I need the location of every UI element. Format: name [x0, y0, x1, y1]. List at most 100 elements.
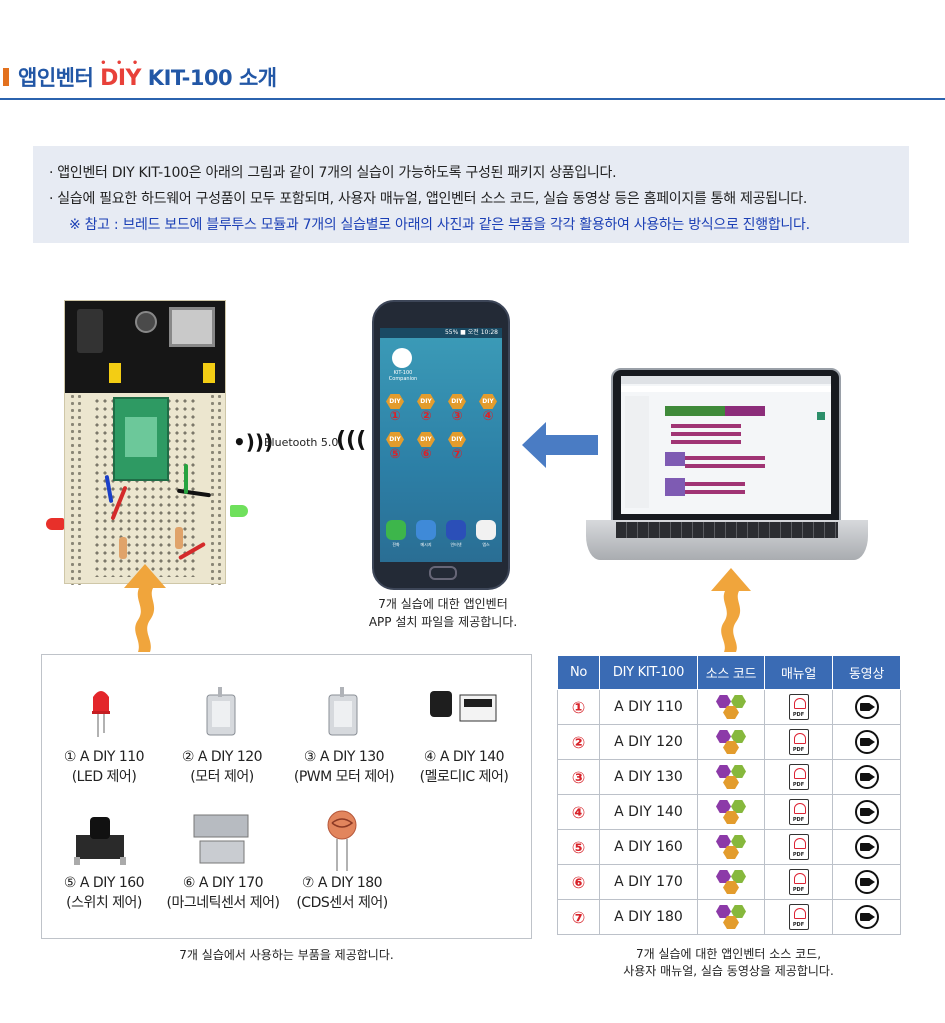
message-icon[interactable]: [416, 520, 436, 540]
tact-switch-icon: [74, 817, 126, 865]
laptop-keyboard: [616, 522, 838, 538]
source-code-cell[interactable]: [697, 724, 765, 760]
breadboard-image: [64, 300, 226, 585]
part-led: ① A DIY 110 (LED 제어): [63, 749, 145, 785]
manual-cell[interactable]: PDF: [764, 794, 833, 830]
arrow-up-squiggle-icon: [711, 568, 751, 652]
source-code-cell[interactable]: [697, 829, 765, 865]
app-inventor-source-icon[interactable]: [716, 730, 746, 754]
video-cell[interactable]: [832, 829, 901, 865]
row-number: ②: [557, 724, 600, 760]
bluetooth-label: Bluetooth 5.0: [264, 436, 339, 449]
app-inventor-source-icon[interactable]: [716, 695, 746, 719]
parts-caption: 7개 실습에서 사용하는 부품을 제공합니다.: [179, 948, 394, 962]
intro-box: · 앱인벤터 DIY KIT-100은 아래의 그림과 같이 7개의 실습이 가…: [33, 146, 909, 243]
melody-ic-icon: [430, 691, 497, 722]
source-code-cell[interactable]: [697, 864, 765, 900]
row-kit-name: A DIY 120: [599, 724, 698, 760]
video-camera-icon[interactable]: [854, 765, 879, 789]
video-camera-icon[interactable]: [854, 835, 879, 859]
source-code-cell[interactable]: [697, 759, 765, 795]
phone-status-bar: 55% ■ 오전 10:28: [380, 328, 502, 338]
video-cell[interactable]: [832, 864, 901, 900]
video-cell[interactable]: [832, 899, 901, 935]
arrow-left-icon: [522, 422, 598, 468]
row-number: ⑦: [557, 899, 600, 935]
pdf-icon[interactable]: PDF: [788, 764, 809, 790]
row-number: ⑥: [557, 864, 600, 900]
col-video: 동영상: [832, 655, 901, 690]
bluetooth-module: [113, 397, 169, 481]
pdf-icon[interactable]: PDF: [788, 799, 809, 825]
source-code-cell[interactable]: [697, 899, 765, 935]
manual-cell[interactable]: PDF: [764, 829, 833, 865]
internet-icon[interactable]: [446, 520, 466, 540]
phone-caption: 7개 실습에 대한 앱인벤터 APP 설치 파일을 제공합니다.: [368, 597, 518, 629]
col-no: No: [557, 655, 600, 690]
green-led-icon: [230, 505, 248, 517]
app-name: KIT-100 Companion: [388, 370, 418, 382]
app-inventor-source-icon[interactable]: [716, 870, 746, 894]
header-accent-bar: [3, 68, 9, 86]
manual-cell[interactable]: PDF: [764, 759, 833, 795]
video-camera-icon[interactable]: [854, 870, 879, 894]
video-camera-icon[interactable]: [854, 905, 879, 929]
video-cell[interactable]: [832, 794, 901, 830]
phone-call-icon[interactable]: [386, 520, 406, 540]
row-kit-name: A DIY 110: [599, 689, 698, 725]
pdf-icon[interactable]: PDF: [788, 834, 809, 860]
pdf-icon[interactable]: PDF: [788, 869, 809, 895]
components-panel: ① A DIY 110 (LED 제어) ② A DIY 120 (모터 제어)…: [41, 654, 532, 939]
title-kit: KIT-100 소개: [147, 66, 277, 90]
video-cell[interactable]: [832, 689, 901, 725]
part-melody-ic: ④ A DIY 140 (멜로디IC 제어): [419, 749, 509, 785]
source-code-cell[interactable]: [697, 794, 765, 830]
video-camera-icon[interactable]: [854, 800, 879, 824]
video-camera-icon[interactable]: [854, 695, 879, 719]
video-cell[interactable]: [832, 724, 901, 760]
video-camera-icon[interactable]: [854, 730, 879, 754]
manual-cell[interactable]: PDF: [764, 724, 833, 760]
app-inventor-source-icon[interactable]: [716, 835, 746, 859]
part-cds-sensor: ⑦ A DIY 180 (CDS센서 제어): [296, 875, 388, 911]
app-inventor-source-icon[interactable]: [716, 905, 746, 929]
row-number: ④: [557, 794, 600, 830]
intro-line-1: · 앱인벤터 DIY KIT-100은 아래의 그림과 같이 7개의 실습이 가…: [49, 165, 617, 181]
brand-dots-icon: • • •: [100, 58, 142, 69]
app-inventor-source-icon[interactable]: [716, 765, 746, 789]
apps-grid-icon[interactable]: [476, 520, 496, 540]
section-header: 앱인벤터 • • •DIY KIT-100 소개: [0, 56, 945, 100]
pdf-icon[interactable]: PDF: [788, 694, 809, 720]
intro-line-2: · 실습에 필요한 하드웨어 구성품이 모두 포함되며, 사용자 매뉴얼, 앱인…: [49, 191, 808, 207]
manual-cell[interactable]: PDF: [764, 864, 833, 900]
app-inventor-source-icon[interactable]: [716, 800, 746, 824]
usb-port-icon: [169, 307, 215, 347]
signal-wave-left-icon: •))): [233, 430, 274, 454]
title-app-inventor: 앱인벤터: [18, 66, 94, 90]
source-code-cell[interactable]: [697, 689, 765, 725]
home-button-icon: [429, 566, 457, 580]
manual-cell[interactable]: PDF: [764, 899, 833, 935]
manual-cell[interactable]: PDF: [764, 689, 833, 725]
row-kit-name: A DIY 170: [599, 864, 698, 900]
page-title: 앱인벤터 • • •DIY KIT-100 소개: [18, 58, 277, 92]
dc-motor-icon: [328, 687, 358, 736]
pdf-icon[interactable]: PDF: [788, 904, 809, 930]
table-caption: 7개 실습에 대한 앱인벤터 소스 코드, 사용자 매뉴얼, 실습 동영상을 제…: [623, 947, 834, 978]
part-pwm-motor: ③ A DIY 130 (PWM 모터 제어): [293, 749, 395, 785]
video-cell[interactable]: [832, 759, 901, 795]
cds-sensor-icon: [327, 810, 357, 871]
row-kit-name: A DIY 140: [599, 794, 698, 830]
pdf-icon[interactable]: PDF: [788, 729, 809, 755]
